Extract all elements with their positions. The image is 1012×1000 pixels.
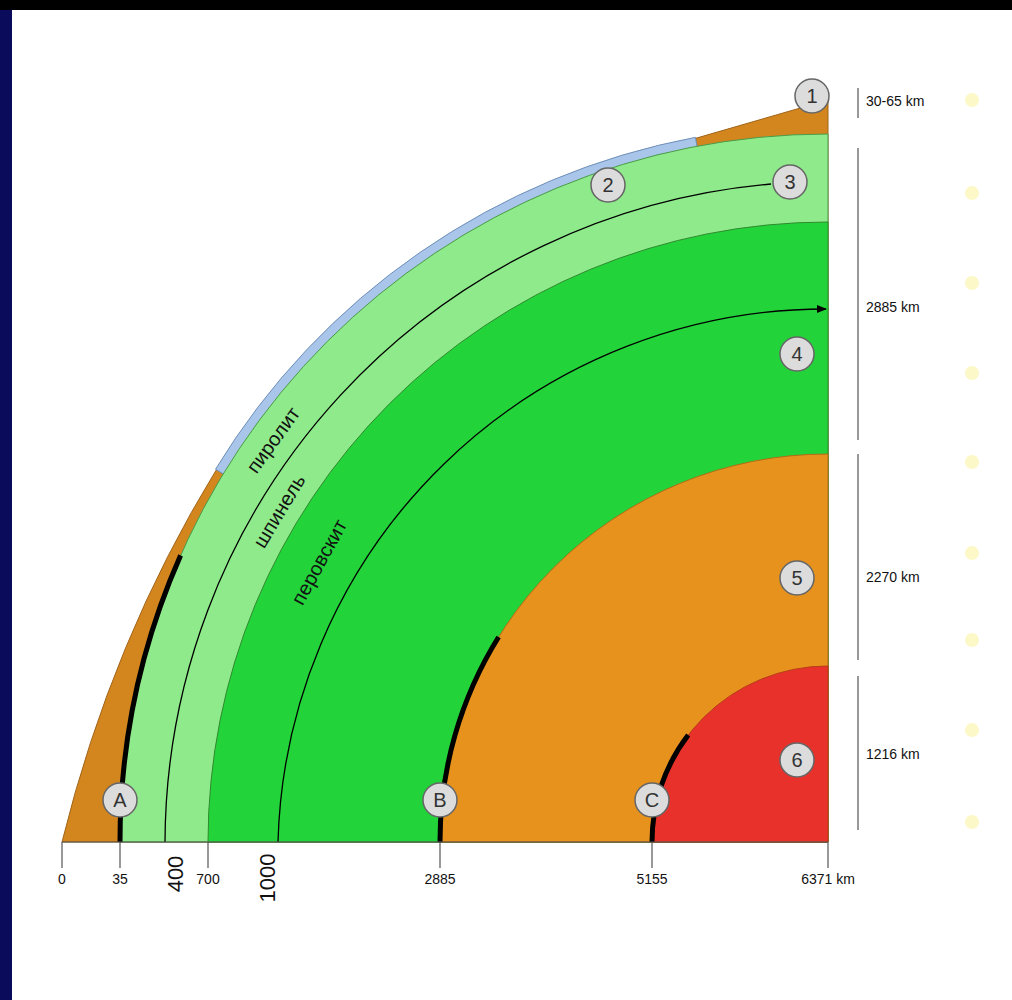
decor-dot xyxy=(965,633,979,647)
depth-label: 6371 km xyxy=(801,872,855,887)
depth-label: 35 xyxy=(112,872,128,887)
callout-number: 1 xyxy=(794,78,830,114)
callout-circle: 2 xyxy=(590,167,626,203)
callout-circle: C xyxy=(634,782,670,818)
mark-group xyxy=(62,88,979,868)
callout-disc xyxy=(103,783,137,817)
callout-circle: 6 xyxy=(779,742,815,778)
dimension-label: 2885 km xyxy=(866,300,920,315)
axis-tick xyxy=(207,842,208,868)
callout-circle: B xyxy=(422,782,458,818)
depth-label: 5155 xyxy=(636,872,667,887)
axis-tick xyxy=(827,842,828,868)
decor-dot xyxy=(965,276,979,290)
dimension-bracket xyxy=(858,88,859,118)
axis-line xyxy=(62,841,828,842)
callout-number: A xyxy=(102,782,138,818)
callout-circle: A xyxy=(102,782,138,818)
callout-number: 4 xyxy=(779,336,815,372)
decor-dot xyxy=(965,546,979,560)
depth-label: 0 xyxy=(58,872,66,887)
transition-line xyxy=(165,184,771,842)
callout-number: 2 xyxy=(590,167,626,203)
axis-tick xyxy=(61,842,62,868)
callout-number: B xyxy=(422,782,458,818)
upper-mantle xyxy=(120,134,828,842)
callout-circle: 4 xyxy=(779,336,815,372)
callout-number: 3 xyxy=(772,164,808,200)
callout-disc xyxy=(780,743,814,777)
callout-disc xyxy=(635,783,669,817)
callout-disc xyxy=(780,337,814,371)
decor-dot xyxy=(965,93,979,107)
outer-core xyxy=(440,454,828,842)
callout-circle: 5 xyxy=(779,560,815,596)
decor-dot xyxy=(965,455,979,469)
axis-tick xyxy=(651,842,652,868)
decor-dot xyxy=(965,723,979,737)
perovskite-line xyxy=(278,309,826,842)
callout-disc xyxy=(780,561,814,595)
depth-label: 400 xyxy=(164,856,188,893)
callout-disc xyxy=(773,165,807,199)
axis-tick xyxy=(119,842,120,868)
dimension-bracket xyxy=(858,454,859,660)
depth-label: 1000 xyxy=(256,854,280,903)
depth-label: 700 xyxy=(196,872,219,887)
callout-circle: 1 xyxy=(794,78,830,114)
layer-group xyxy=(62,100,828,842)
callout-number: 5 xyxy=(779,560,815,596)
slide-bar xyxy=(0,0,12,1000)
decor-dot xyxy=(965,366,979,380)
callout-number: C xyxy=(634,782,670,818)
dimension-label: 1216 km xyxy=(866,747,920,762)
callout-disc xyxy=(795,79,829,113)
decor-dot xyxy=(965,186,979,200)
dimension-label: 2270 km xyxy=(866,570,920,585)
lower-mantle xyxy=(208,222,828,842)
callout-disc xyxy=(591,168,625,202)
callout-disc xyxy=(423,783,457,817)
callout-number: 6 xyxy=(779,742,815,778)
callout-circle: 3 xyxy=(772,164,808,200)
depth-label: 2885 xyxy=(424,872,455,887)
slide-bar xyxy=(0,0,1012,10)
axis-tick xyxy=(439,842,440,868)
dimension-bracket xyxy=(858,148,859,440)
dimension-label: 30-65 km xyxy=(866,94,924,109)
dimension-bracket xyxy=(858,676,859,830)
decor-dot xyxy=(965,815,979,829)
